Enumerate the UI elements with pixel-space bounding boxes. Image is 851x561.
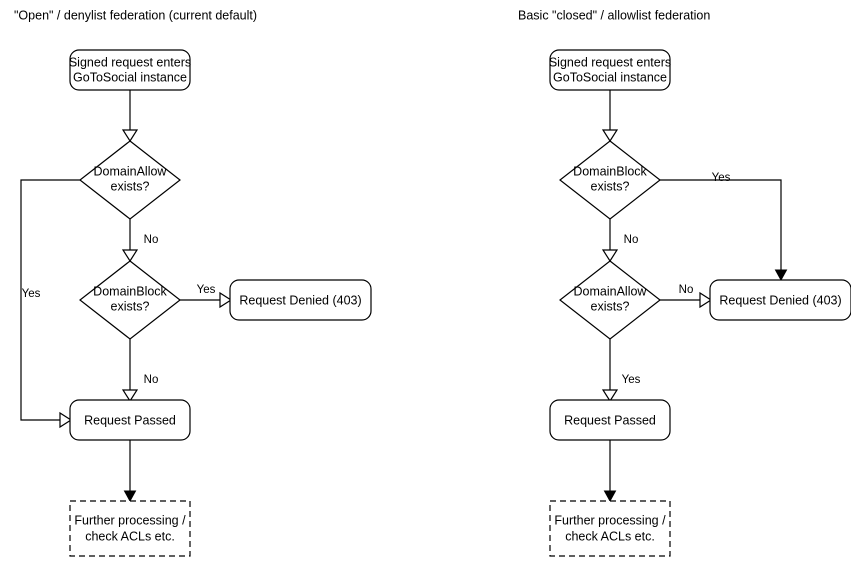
- arrowhead-filled-icon: [603, 490, 617, 503]
- right-passed-label: Request Passed: [564, 413, 656, 427]
- left-decision-domainblock-label-line1: DomainBlock: [93, 284, 167, 298]
- right-edge-allow-no-label: No: [679, 284, 694, 296]
- left-decision-domainallow-label-line1: DomainAllow: [94, 164, 168, 178]
- left-start-label-line2: GoToSocial instance: [73, 70, 187, 84]
- left-decision-domainblock[interactable]: DomainBlock exists?: [79, 260, 181, 340]
- right-column-title: Basic "closed" / allowlist federation: [518, 8, 710, 22]
- left-denied-node[interactable]: Request Denied (403): [229, 279, 372, 321]
- left-further-shape[interactable]: [69, 500, 191, 557]
- left-edge-allow-no: No: [121, 219, 159, 263]
- right-further-label-line1: Further processing /: [554, 513, 666, 527]
- right-decision-domainallow-label-line1: DomainAllow: [574, 284, 648, 298]
- column-closed-allowlist: Basic "closed" / allowlist federation Si…: [518, 8, 851, 557]
- left-further-label-line1: Further processing /: [74, 513, 186, 527]
- left-denied-shape[interactable]: [229, 279, 372, 321]
- column-open-denylist: "Open" / denylist federation (current de…: [14, 8, 372, 557]
- right-decision-domainblock[interactable]: DomainBlock exists?: [559, 140, 661, 220]
- right-decision-domainblock-label-line1: DomainBlock: [573, 164, 647, 178]
- right-passed-node[interactable]: Request Passed: [549, 399, 671, 441]
- right-denied-label: Request Denied (403): [719, 293, 841, 307]
- left-edge-start-to-allow: [121, 90, 139, 143]
- arrowhead-open-icon: [121, 389, 139, 403]
- right-edge-block-yes-label: Yes: [712, 172, 731, 184]
- arrowhead-open-icon: [601, 129, 619, 143]
- left-passed-node[interactable]: Request Passed: [69, 399, 191, 441]
- left-decision-domainallow[interactable]: DomainAllow exists?: [79, 140, 181, 220]
- left-decision-domainallow-label-line2: exists?: [111, 179, 150, 193]
- arrowhead-filled-icon: [774, 269, 788, 282]
- arrowhead-open-icon: [699, 291, 713, 309]
- right-edge-passed-to-further: [603, 440, 617, 503]
- arrowhead-open-icon: [601, 389, 619, 403]
- arrowhead-open-icon: [121, 129, 139, 143]
- right-denied-shape[interactable]: [709, 279, 851, 321]
- left-start-label-line1: Signed request enters: [69, 55, 191, 69]
- left-start-node[interactable]: Signed request enters GoToSocial instanc…: [69, 49, 191, 91]
- left-edge-block-no: No: [121, 339, 159, 403]
- left-edge-allow-yes: Yes: [20, 179, 80, 429]
- right-edge-start-to-block: [601, 90, 619, 143]
- right-further-shape[interactable]: [549, 500, 671, 557]
- right-edge-block-no-label: No: [624, 234, 639, 246]
- left-edge-block-yes: Yes: [180, 284, 233, 309]
- left-column-title: "Open" / denylist federation (current de…: [14, 8, 257, 22]
- left-passed-label: Request Passed: [84, 413, 176, 427]
- arrowhead-open-icon: [59, 411, 73, 429]
- right-start-label-line1: Signed request enters: [549, 55, 671, 69]
- right-start-label-line2: GoToSocial instance: [553, 70, 667, 84]
- left-edge-allow-no-label: No: [144, 234, 159, 246]
- right-edge-allow-yes-label: Yes: [622, 374, 641, 386]
- left-edge-block-yes-label: Yes: [197, 284, 216, 296]
- left-edge-allow-yes-label: Yes: [22, 288, 41, 300]
- left-decision-domainblock-label-line2: exists?: [111, 299, 150, 313]
- arrowhead-open-icon: [121, 249, 139, 263]
- right-edge-block-yes: Yes: [660, 172, 788, 282]
- right-decision-domainallow[interactable]: DomainAllow exists?: [559, 260, 661, 340]
- left-edge-block-no-label: No: [144, 374, 159, 386]
- right-further-label-line2: check ACLs etc.: [565, 529, 655, 543]
- arrowhead-open-icon: [601, 249, 619, 263]
- right-further-node[interactable]: Further processing / check ACLs etc.: [549, 500, 671, 557]
- right-edge-allow-yes: Yes: [601, 339, 641, 403]
- right-edge-allow-no: No: [660, 284, 713, 309]
- arrowhead-open-icon: [219, 291, 233, 309]
- left-edge-passed-to-further: [123, 440, 137, 503]
- right-decision-domainallow-label-line2: exists?: [591, 299, 630, 313]
- right-denied-node[interactable]: Request Denied (403): [709, 279, 851, 321]
- arrowhead-filled-icon: [123, 490, 137, 503]
- left-further-label-line2: check ACLs etc.: [85, 529, 175, 543]
- left-further-node[interactable]: Further processing / check ACLs etc.: [69, 500, 191, 557]
- left-denied-label: Request Denied (403): [239, 293, 361, 307]
- right-decision-domainblock-label-line2: exists?: [591, 179, 630, 193]
- right-start-node[interactable]: Signed request enters GoToSocial instanc…: [549, 49, 671, 91]
- right-edge-block-no: No: [601, 219, 639, 263]
